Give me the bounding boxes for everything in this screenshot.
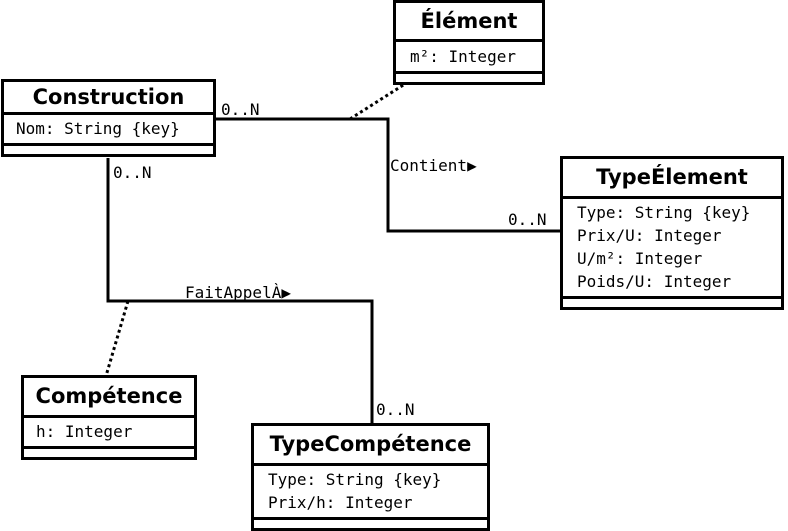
class-attributes: Nom: String {key}: [4, 115, 213, 146]
class-attributes: Type: String {key} Prix/U: Integer U/m²:…: [563, 199, 781, 299]
attribute: Poids/U: Integer: [577, 272, 732, 291]
element-association-class-link: [349, 80, 409, 121]
attribute: Prix/h: Integer: [268, 493, 413, 512]
class-operations: [254, 520, 487, 528]
class-attributes: h: Integer: [24, 418, 194, 449]
class-name: Compétence: [24, 378, 194, 418]
contient-association-line: [216, 117, 560, 233]
fait-appel-association-label: FaitAppelÀ▶: [185, 283, 291, 302]
attribute: Type: String {key}: [577, 203, 751, 222]
class-operations: [24, 449, 194, 457]
fait-appel-target-multiplicity: 0..N: [376, 400, 415, 419]
class-construction[interactable]: Construction Nom: String {key}: [1, 79, 216, 157]
class-operations: [396, 74, 542, 82]
competence-association-class-link: [104, 300, 130, 377]
fait-appel-source-multiplicity: 0..N: [113, 163, 152, 182]
class-type-competence[interactable]: TypeCompétence Type: String {key} Prix/h…: [251, 423, 490, 531]
attribute: Prix/U: Integer: [577, 226, 722, 245]
class-element[interactable]: Élément m²: Integer: [393, 0, 545, 85]
class-name: TypeCompétence: [254, 426, 487, 466]
fait-appel-association-line: [106, 158, 374, 424]
attribute: m²: Integer: [410, 47, 516, 66]
attribute: h: Integer: [36, 422, 133, 441]
class-attributes: m²: Integer: [396, 42, 542, 74]
class-competence[interactable]: Compétence h: Integer: [21, 375, 197, 460]
contient-source-multiplicity: 0..N: [221, 100, 260, 119]
class-operations: [563, 299, 781, 307]
class-attributes: Type: String {key} Prix/h: Integer: [254, 466, 487, 520]
class-name: Élément: [396, 3, 542, 42]
class-name: Construction: [4, 82, 213, 115]
class-name: TypeÉlement: [563, 159, 781, 199]
attribute: U/m²: Integer: [577, 249, 703, 268]
class-type-element[interactable]: TypeÉlement Type: String {key} Prix/U: I…: [560, 156, 784, 310]
class-operations: [4, 146, 213, 154]
attribute: Nom: String {key}: [16, 119, 180, 138]
attribute: Type: String {key}: [268, 470, 442, 489]
contient-target-multiplicity: 0..N: [508, 210, 547, 229]
contient-association-label: Contient▶: [390, 156, 477, 175]
